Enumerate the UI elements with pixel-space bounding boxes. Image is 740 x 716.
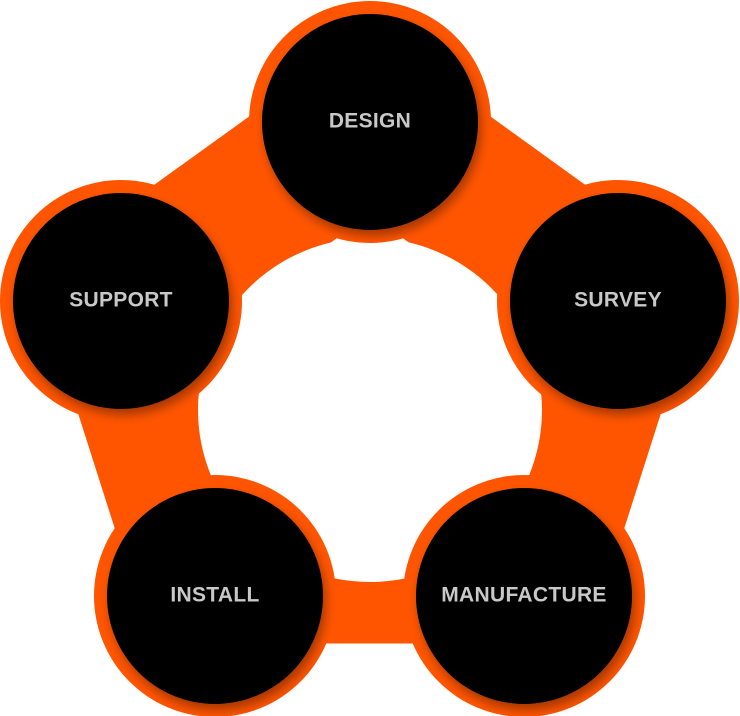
stage-node-survey [510,193,726,409]
stage-label-support: SUPPORT [69,289,173,312]
stage-label-survey: SURVEY [574,289,662,312]
stage-node-support [13,193,229,409]
stage-node-install [107,488,323,704]
stage-node-manufacture [416,488,632,704]
stage-label-install: INSTALL [170,584,259,607]
stage-label-manufacture: MANUFACTURE [441,584,606,607]
stage-node-design [262,14,478,230]
stage-label-design: DESIGN [329,110,411,133]
stage-nodes [13,14,726,704]
